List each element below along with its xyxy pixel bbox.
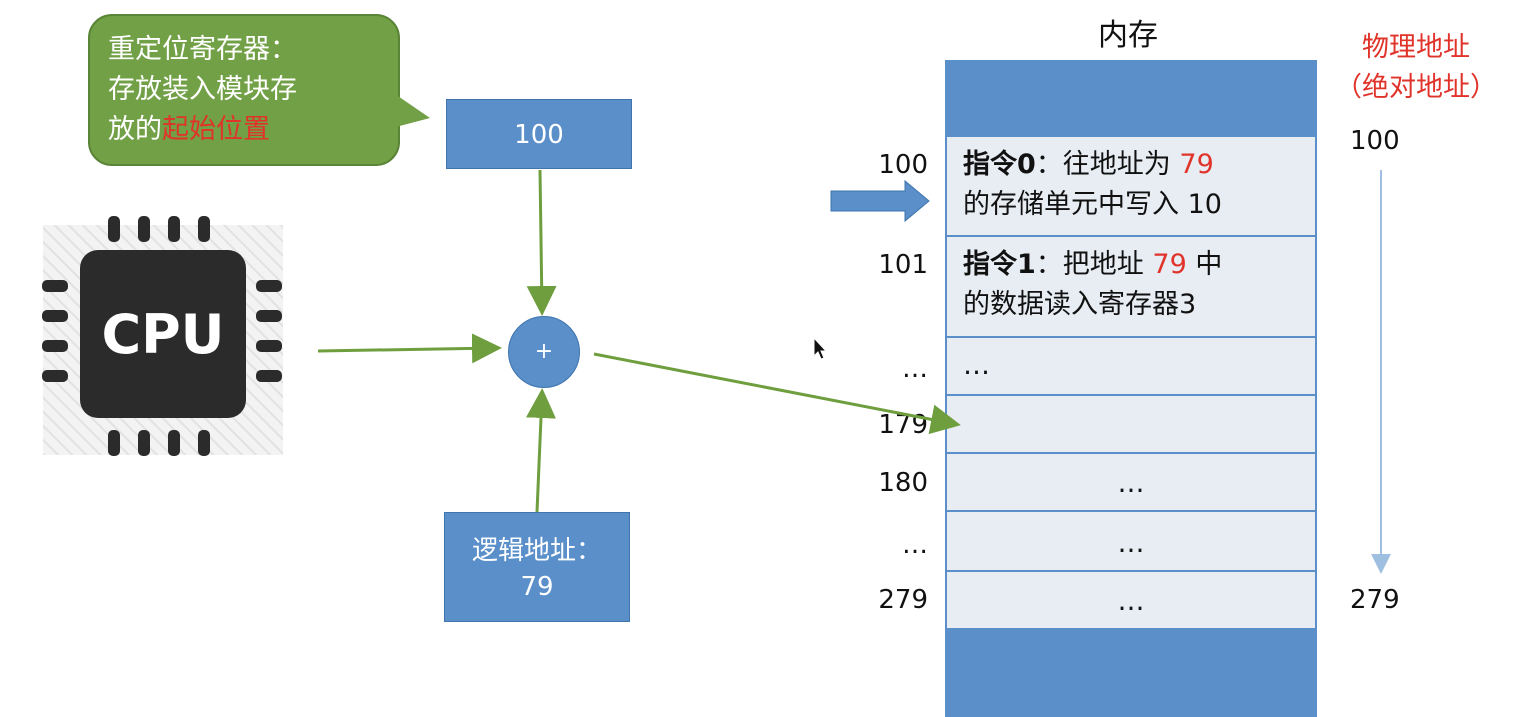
relocation-register-box: 100	[446, 99, 632, 169]
physical-address-end: 279	[1350, 585, 1400, 615]
address-label: 180	[878, 468, 928, 498]
instruction-1-line1-suffix: 中	[1186, 249, 1223, 280]
instruction-0-line1: ：往地址为	[1035, 149, 1180, 180]
instruction-1-line2: 的数据读入寄存器3	[963, 289, 1197, 320]
callout-tail	[392, 92, 430, 128]
memory-cell-279-text: …	[1117, 586, 1145, 617]
physical-address-title-line1: 物理地址	[1362, 32, 1470, 63]
callout-line-3-prefix: 放的	[108, 114, 162, 145]
adder-circle: +	[508, 316, 580, 388]
memory-cell-ellipsis-1: …	[945, 336, 1317, 396]
memory-cell-ellipsis-2-text: …	[1117, 528, 1145, 559]
memory-cell-ellipsis-1-text: …	[963, 350, 990, 381]
address-label: 279	[878, 585, 928, 615]
physical-address-start: 100	[1350, 126, 1400, 156]
address-label: 101	[878, 250, 928, 280]
instruction-0-label: 指令0	[963, 149, 1036, 180]
logical-to-adder-arrow	[525, 388, 556, 513]
address-label: …	[902, 530, 928, 560]
memory-cell-180: …	[945, 452, 1317, 512]
physical-address-title-line2: （绝对地址）	[1335, 72, 1497, 103]
memory-cell-179	[945, 394, 1317, 454]
cpu-icon	[42, 216, 283, 456]
cpu-to-adder-arrow	[317, 333, 502, 364]
instruction-1-text: 指令1：把地址 79 中 的数据读入寄存器3	[963, 245, 1222, 325]
instruction-1-line1: ：把地址	[1035, 249, 1153, 280]
current-instruction-arrow-icon	[830, 179, 930, 223]
instruction-0-text: 指令0：往地址为 79 的存储单元中写入 10	[963, 145, 1222, 225]
memory-title: 内存	[1098, 18, 1158, 53]
instruction-1-label: 指令1	[963, 249, 1036, 280]
callout-line-3: 放的起始位置	[108, 110, 398, 150]
logical-address-box: 逻辑地址： 79	[444, 512, 630, 622]
cpu-label: CPU	[101, 303, 225, 366]
memory-cell-100: 指令0：往地址为 79 的存储单元中写入 10	[945, 135, 1317, 237]
logical-address-value: 79	[520, 572, 554, 602]
physical-address-title: 物理地址 （绝对地址）	[1318, 28, 1514, 108]
callout-line-2: 存放装入模块存	[108, 74, 297, 105]
callout-line-1: 重定位寄存器：	[108, 34, 297, 65]
mouse-cursor-icon	[813, 337, 828, 360]
relocation-register-callout: 重定位寄存器： 存放装入模块存 放的起始位置	[88, 14, 400, 166]
instruction-0-target: 79	[1179, 149, 1214, 180]
memory-cell-279: …	[945, 570, 1317, 630]
instruction-1-target: 79	[1152, 249, 1187, 280]
instruction-0-line2: 的存储单元中写入 10	[963, 189, 1222, 220]
logical-address-label: 逻辑地址：	[471, 536, 602, 566]
memory-cell-101: 指令1：把地址 79 中 的数据读入寄存器3	[945, 235, 1317, 338]
callout-highlight: 起始位置	[162, 114, 270, 145]
register-to-adder-arrow	[526, 169, 557, 316]
address-label: 100	[878, 150, 928, 180]
address-label: …	[902, 354, 928, 384]
adder-to-memory-arrow	[593, 352, 961, 435]
memory-cell-180-text: …	[1117, 468, 1145, 499]
